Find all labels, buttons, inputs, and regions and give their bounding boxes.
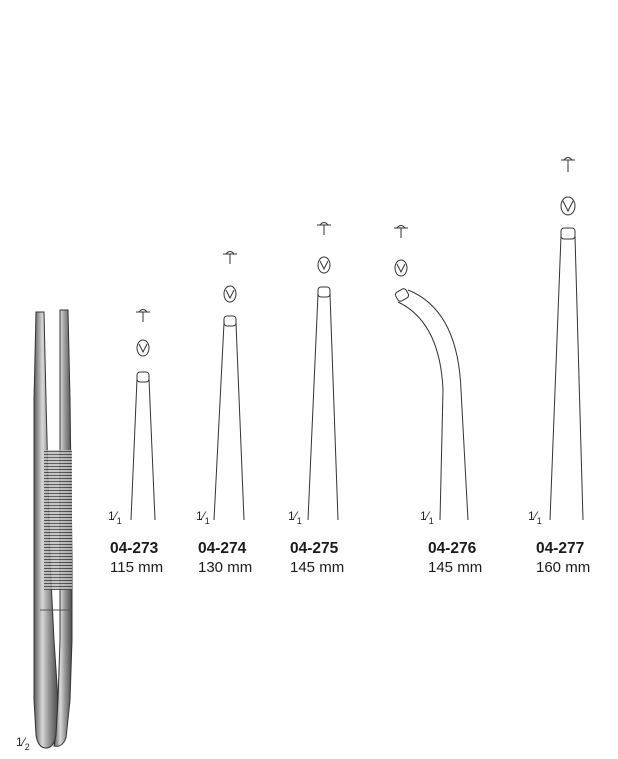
article-number: 04-273 [110, 540, 159, 557]
length-label: 115 mm [110, 559, 163, 576]
length-label: 130 mm [198, 559, 252, 576]
instrument-04-273: 1⁄1 04-273 115 mm [108, 309, 163, 576]
length-label: 145 mm [428, 559, 482, 576]
article-number: 04-276 [428, 540, 477, 557]
tip-top-view-icon [223, 251, 237, 264]
article-number: 04-274 [198, 540, 247, 557]
tip-front-view-icon [136, 339, 150, 357]
instrument-04-276: 1⁄1 04-276 145 mm [394, 225, 482, 576]
tip-detail-icon [136, 371, 150, 383]
tip-front-view-icon [560, 196, 576, 216]
length-label: 160 mm [536, 559, 590, 576]
tip-detail-icon [560, 227, 576, 240]
tip-front-view-icon [394, 259, 408, 277]
tip-top-view-icon [394, 225, 408, 238]
tip-top-view-icon [136, 309, 150, 322]
article-number: 04-275 [290, 540, 339, 557]
tip-top-view-icon [317, 222, 331, 235]
forceps-overview-image [33, 309, 73, 749]
instrument-04-275: 1⁄1 04-275 145 mm [288, 222, 344, 576]
instrument-04-274: 1⁄1 04-274 130 mm [196, 251, 252, 576]
tip-top-view-icon [561, 157, 575, 172]
scale-label: 1⁄1 [420, 509, 434, 526]
tip-front-view-icon [317, 256, 331, 274]
scale-label: 1⁄1 [196, 509, 210, 526]
scale-label: 1⁄1 [528, 509, 542, 526]
scale-label: 1⁄1 [108, 509, 122, 526]
overview-scale-label: 1⁄2 [16, 735, 30, 752]
scale-label: 1⁄1 [288, 509, 302, 526]
tip-detail-icon [223, 315, 237, 327]
length-label: 145 mm [290, 559, 344, 576]
tip-detail-icon [317, 286, 331, 298]
instrument-04-277: 1⁄1 04-277 160 mm [528, 157, 590, 576]
tip-front-view-icon [223, 285, 237, 303]
article-number: 04-277 [536, 540, 584, 557]
tip-detail-icon [394, 288, 410, 302]
